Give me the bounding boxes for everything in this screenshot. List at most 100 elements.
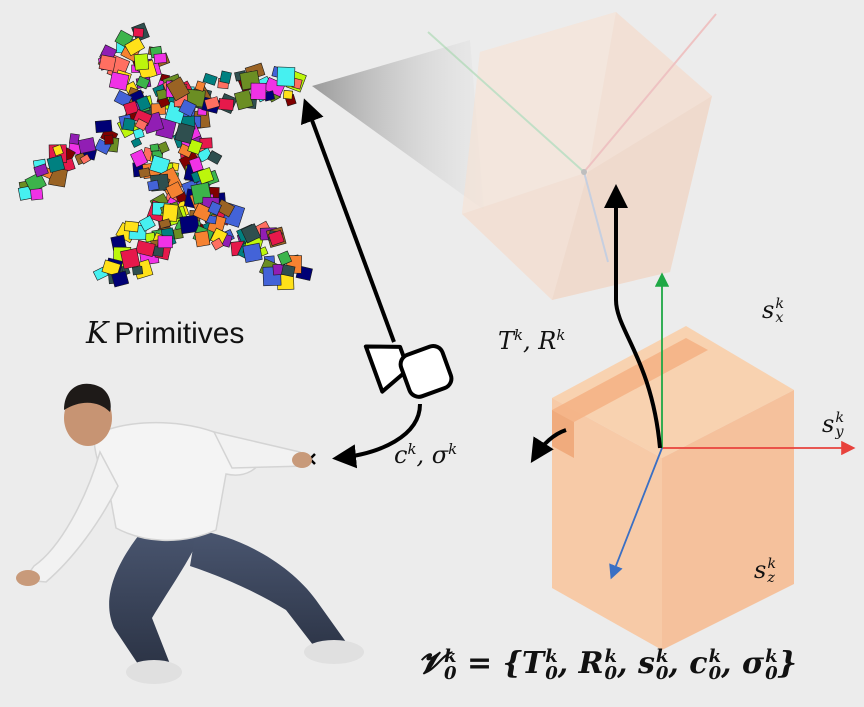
formula-item-4-symbol: σ (741, 646, 765, 681)
primitive-block (131, 265, 144, 276)
primitive-block (196, 167, 215, 185)
primitive-block (111, 270, 130, 288)
primitive-block (157, 235, 173, 249)
opacity-symbol: σ (431, 441, 449, 469)
primitive-block (194, 230, 211, 248)
formula-item-0-symbol: T (521, 646, 545, 681)
formula-item-2-sub: 0 (655, 663, 669, 684)
primitive-block (123, 100, 139, 116)
scale-y-sub: y (835, 423, 844, 440)
primitive-block (233, 89, 254, 111)
scale-x-sub: x (775, 309, 784, 326)
formula-item-0-sub: 0 (545, 663, 558, 684)
primitive-avatar (17, 22, 313, 291)
primitive-block (179, 214, 200, 235)
transformed-primitive (427, 12, 717, 300)
primitive-block (133, 53, 150, 71)
primitive-block (122, 117, 136, 132)
primitive-block (30, 188, 44, 201)
formula-item-3-symbol: c (689, 646, 708, 681)
primitive-block (147, 179, 160, 192)
primitive-block (134, 118, 148, 132)
translation-rotation-label: Tk, Rk (498, 326, 566, 355)
primitive-block (276, 66, 296, 87)
primitive-block (108, 71, 130, 91)
formula-item-4-sup: k (765, 645, 778, 667)
rotation-symbol: R (538, 327, 557, 355)
color-symbol: c (394, 441, 408, 469)
appearance-arrow (530, 428, 567, 464)
scale-y-symbol: s (822, 410, 835, 438)
formula-lhs-sub: 0 (444, 663, 457, 684)
color-opacity-label: ck, σk (394, 440, 458, 469)
scale-z-symbol: s (754, 556, 767, 584)
primitive-block (240, 223, 261, 244)
primitive-block (194, 80, 206, 92)
scale-y-sup: k (835, 409, 845, 426)
primitive-block (135, 239, 156, 258)
primitives-text: Primitives (114, 317, 245, 350)
primitive-block (166, 76, 190, 102)
scale-x-sup: k (775, 295, 785, 312)
primitive-block (46, 154, 66, 173)
formula-lhs-sup: k (444, 645, 457, 667)
primitive-block (277, 250, 293, 266)
primitive-block (267, 229, 285, 246)
primitive-block (178, 99, 197, 118)
primitive-block (207, 200, 222, 216)
formula-item-2-sup: k (655, 645, 669, 667)
primitive-block (52, 144, 64, 157)
primitive-block (217, 98, 235, 111)
primitive-block (242, 242, 263, 263)
formula-item-3-sup: k (708, 645, 722, 667)
primitive-block (153, 52, 167, 64)
camera-icon (363, 344, 454, 399)
primitive-block (132, 127, 145, 140)
primitive-block (188, 156, 204, 173)
primitive-block (94, 119, 113, 134)
color-sup: k (407, 440, 417, 458)
primitive-block (103, 134, 114, 145)
primitive-block (130, 137, 143, 148)
transform-arrow (604, 184, 662, 449)
primitive-block (138, 167, 151, 179)
rendered-human (16, 383, 364, 684)
primitive-block (187, 138, 203, 155)
camera-ray-up (300, 98, 396, 343)
scale-x-symbol: s (762, 296, 775, 324)
primitive-block (162, 203, 179, 222)
primitive-block (130, 148, 149, 168)
primitive-block (98, 54, 117, 72)
formula-item-0-sup: k (545, 645, 558, 667)
primitive-block (157, 141, 170, 154)
axis-z (609, 447, 663, 580)
primitive-block (138, 215, 156, 232)
primitive-block (219, 70, 232, 84)
scale-z-sup: k (767, 555, 777, 572)
primitive-block (79, 153, 92, 165)
primitive-block (281, 264, 296, 278)
primitive-block (120, 247, 141, 270)
primitives-symbol: K (86, 316, 109, 351)
primitive-block (101, 259, 121, 277)
translation-symbol: T (498, 327, 515, 355)
formula-eq: = { (456, 646, 522, 681)
primitive-block (282, 89, 294, 100)
zoom-cone (312, 40, 484, 210)
primitive-block (204, 96, 221, 111)
formula-item-1-sup: k (604, 645, 618, 667)
formula-item-3-sub: 0 (708, 663, 722, 684)
primitive-block (135, 95, 152, 112)
primitive-block (174, 122, 196, 144)
primitive-block (77, 137, 97, 154)
scale-z-sub: z (767, 569, 775, 586)
